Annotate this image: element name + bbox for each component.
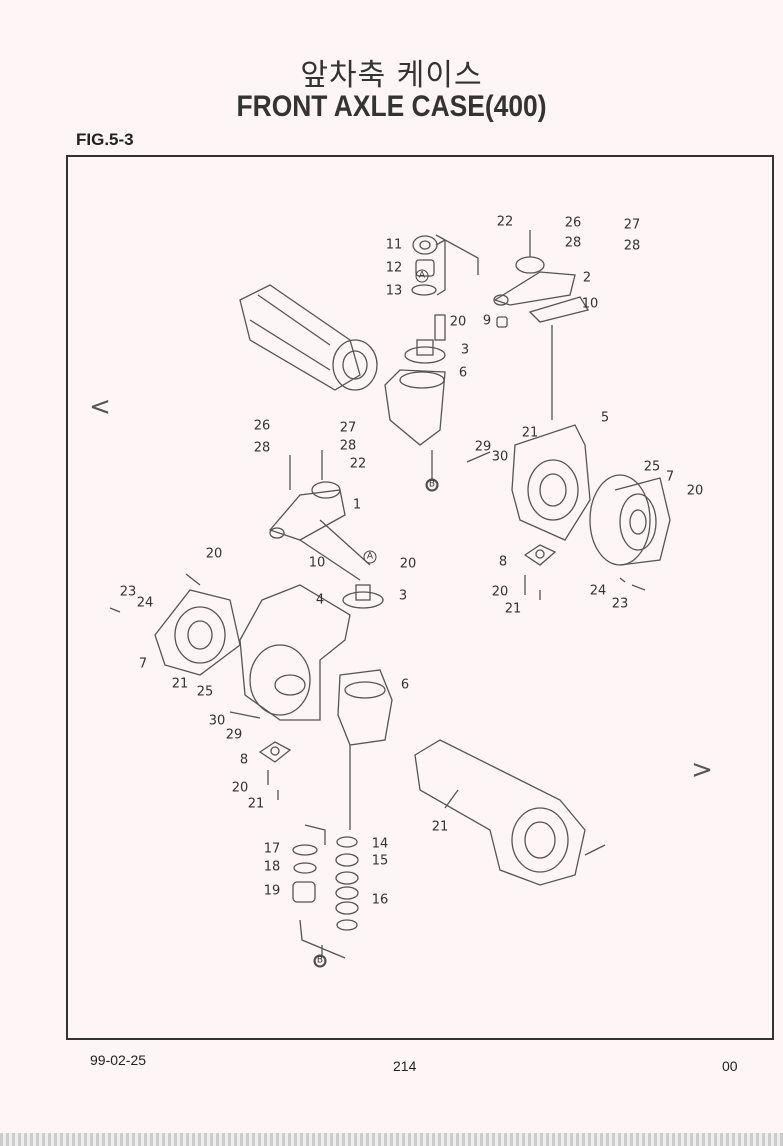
callout-24: 24 (136, 595, 154, 611)
callout-A: A (363, 550, 377, 564)
callout-3: 3 (398, 588, 408, 604)
callout-20: 20 (231, 780, 249, 796)
callout-18: 18 (263, 859, 281, 875)
footer-page-number: 214 (393, 1058, 417, 1074)
callout-13: 13 (385, 283, 403, 299)
next-page-chevron-icon[interactable]: > (691, 755, 713, 785)
scan-edge (0, 1133, 783, 1146)
mount-left (229, 711, 292, 800)
callout-27: 27 (623, 217, 641, 233)
axle-housing-upper (239, 284, 378, 391)
bearing-stack (411, 234, 479, 296)
arm-bracket-upper (493, 230, 590, 420)
callout-10: 10 (581, 296, 599, 312)
callout-B: B (313, 954, 327, 968)
callout-14: 14 (371, 836, 389, 852)
callout-26: 26 (564, 215, 582, 231)
callout-29: 29 (474, 439, 492, 455)
callout-2: 2 (582, 270, 592, 286)
axle-housing-lower (414, 739, 606, 886)
prev-page-chevron-icon[interactable]: < (89, 392, 111, 422)
callout-6: 6 (400, 677, 410, 693)
callout-24: 24 (589, 583, 607, 599)
footer-date: 99-02-25 (90, 1052, 147, 1068)
callout-23: 23 (119, 584, 137, 600)
callout-22: 22 (349, 456, 367, 472)
callout-10: 10 (308, 555, 326, 571)
seal-stack (292, 824, 359, 967)
callout-29: 29 (225, 727, 243, 743)
callout-21: 21 (171, 676, 189, 692)
callout-7: 7 (665, 469, 675, 485)
callout-B: B (425, 478, 439, 492)
callout-1: 1 (352, 497, 362, 513)
callout-28: 28 (623, 238, 641, 254)
callout-6: 6 (458, 365, 468, 381)
callout-25: 25 (196, 684, 214, 700)
callout-11: 11 (385, 237, 403, 253)
callout-28: 28 (253, 440, 271, 456)
callout-8: 8 (498, 554, 508, 570)
title-english: FRONT AXLE CASE(400) (236, 90, 547, 123)
title-korean: 앞차축 케이스 (300, 58, 483, 93)
callout-8: 8 (239, 752, 249, 768)
footer-revision: 00 (722, 1058, 738, 1074)
callout-28: 28 (339, 438, 357, 454)
callout-20: 20 (205, 546, 223, 562)
callout-A: A (415, 269, 429, 283)
callout-30: 30 (208, 713, 226, 729)
callout-4: 4 (315, 592, 325, 608)
callout-17: 17 (263, 841, 281, 857)
callout-3: 3 (460, 342, 470, 358)
diagram-frame (66, 155, 774, 1040)
brake-drum-right (589, 474, 671, 566)
callout-21: 21 (247, 796, 265, 812)
callout-9: 9 (482, 313, 492, 329)
callout-27: 27 (339, 420, 357, 436)
callout-20: 20 (449, 314, 467, 330)
callout-20: 20 (399, 556, 417, 572)
brake-drum-left (109, 573, 241, 676)
callout-28: 28 (564, 235, 582, 251)
callout-23: 23 (611, 596, 629, 612)
callout-21: 21 (504, 601, 522, 617)
callout-30: 30 (491, 449, 509, 465)
hub-housing-right (466, 424, 591, 541)
knuckle-lower (239, 584, 393, 830)
figure-number: FIG.5-3 (76, 130, 134, 149)
callout-22: 22 (496, 214, 514, 230)
callout-21: 21 (521, 425, 539, 441)
callout-5: 5 (600, 410, 610, 426)
callout-21: 21 (431, 819, 449, 835)
callout-7: 7 (138, 656, 148, 672)
callout-20: 20 (491, 584, 509, 600)
callout-25: 25 (643, 459, 661, 475)
callout-15: 15 (371, 853, 389, 869)
callout-26: 26 (253, 418, 271, 434)
callout-12: 12 (385, 260, 403, 276)
callout-20: 20 (686, 483, 704, 499)
callout-16: 16 (371, 892, 389, 908)
callout-19: 19 (263, 883, 281, 899)
mount-right (523, 544, 646, 600)
knuckle-upper (384, 314, 446, 491)
arm-bracket-lower (268, 450, 371, 581)
